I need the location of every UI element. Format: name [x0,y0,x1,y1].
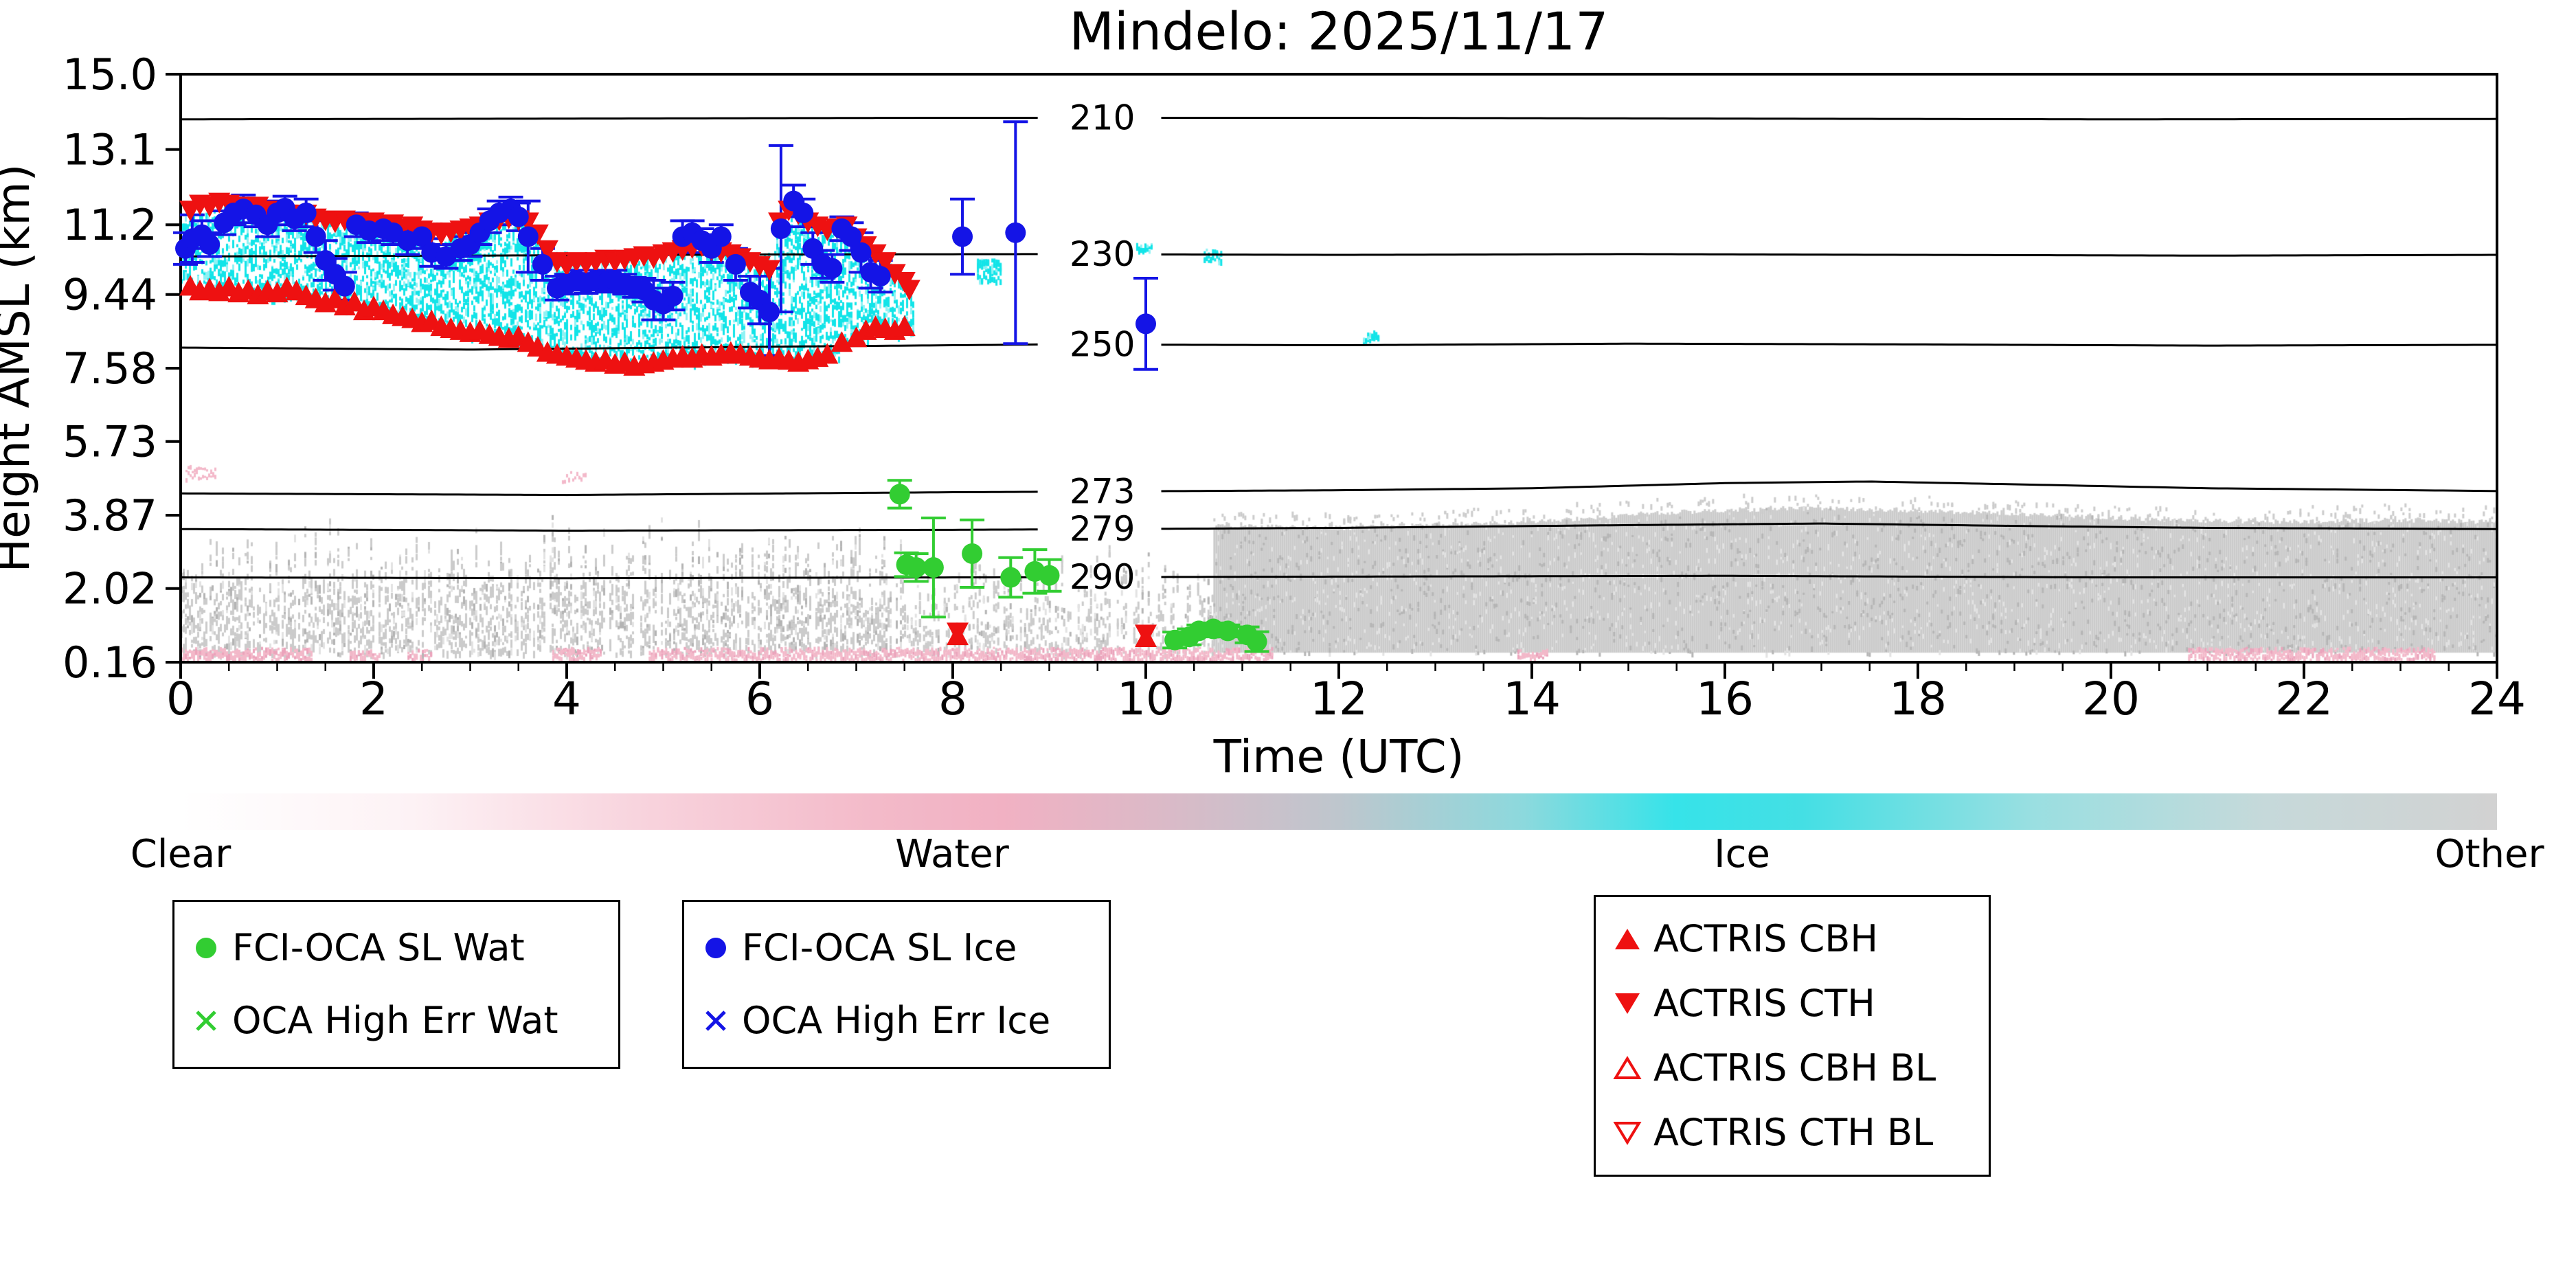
legend-item-actris-cbh: ACTRIS CBH [1612,920,1972,958]
svg-text:18: 18 [1889,673,1947,725]
svg-text:279: 279 [1070,509,1135,549]
colorbar-label-ice: Ice [1714,832,1770,877]
svg-text:6: 6 [745,673,774,725]
svg-text:230: 230 [1070,234,1135,274]
svg-text:24: 24 [2468,673,2526,725]
circle-marker-icon [196,938,216,958]
svg-text:273: 273 [1070,471,1135,511]
legend-label: FCI-OCA SL Ice [742,926,1017,969]
triangle-up-open-marker-icon [1613,1056,1642,1079]
legend-label: ACTRIS CTH [1653,982,1875,1025]
colorbar [181,793,2497,830]
svg-text:4: 4 [552,673,581,725]
svg-text:14: 14 [1503,673,1561,725]
colorbar-label-water: Water [895,832,1009,877]
legend-ice: FCI-OCA SL Ice OCA High Err Ice [682,900,1111,1069]
svg-text:250: 250 [1070,325,1135,365]
legend-label: OCA High Err Ice [742,999,1051,1042]
legend-label: OCA High Err Wat [232,999,558,1042]
legend-item-fci-oca-sl-wat: FCI-OCA SL Wat [191,929,602,967]
svg-text:11.2: 11.2 [63,200,157,250]
legend-item-oca-high-err-wat: OCA High Err Wat [191,1002,602,1039]
svg-text:10: 10 [1117,673,1175,725]
legend-label: ACTRIS CTH BL [1653,1111,1934,1154]
legend-item-oca-high-err-ice: OCA High Err Ice [701,1002,1092,1039]
triangle-down-marker-icon [1615,993,1640,1014]
legend-label: ACTRIS CBH BL [1653,1046,1936,1089]
chart-title: Mindelo: 2025/11/17 [1069,1,1609,62]
svg-text:Height AMSL (km): Height AMSL (km) [0,164,40,573]
svg-text:5.73: 5.73 [63,417,157,467]
svg-text:290: 290 [1070,557,1135,597]
colorbar-label-clear: Clear [130,832,231,877]
fci-oca-markers [175,190,1267,653]
svg-text:Time (UTC): Time (UTC) [1213,730,1465,783]
svg-text:2.02: 2.02 [63,564,157,614]
legend-water: FCI-OCA SL Wat OCA High Err Wat [172,900,620,1069]
svg-text:8: 8 [938,673,967,725]
circle-marker-icon [705,938,726,958]
legend-actris: ACTRIS CBH ACTRIS CTH ACTRIS CBH BL ACTR… [1594,895,1991,1177]
legend-item-actris-cbh-bl: ACTRIS CBH BL [1612,1050,1972,1087]
cloud-mask-layer [181,74,2497,662]
svg-text:7.58: 7.58 [63,343,157,394]
svg-text:0: 0 [166,673,195,725]
svg-text:15.0: 15.0 [63,49,157,100]
legend-label: ACTRIS CBH [1653,917,1878,960]
svg-text:9.44: 9.44 [63,270,157,320]
legend-item-fci-oca-sl-ice: FCI-OCA SL Ice [701,929,1092,967]
svg-text:16: 16 [1696,673,1754,725]
svg-text:2: 2 [359,673,388,725]
svg-text:20: 20 [2082,673,2140,725]
svg-text:3.87: 3.87 [63,490,157,541]
legend-item-actris-cth: ACTRIS CTH [1612,985,1972,1022]
svg-text:12: 12 [1310,673,1368,725]
svg-text:13.1: 13.1 [63,125,157,175]
triangle-down-open-marker-icon [1613,1122,1642,1145]
triangle-up-marker-icon [1615,929,1640,949]
legend-item-actris-cth-bl: ACTRIS CTH BL [1612,1114,1972,1151]
svg-text:22: 22 [2275,673,2333,725]
x-marker-icon [705,1010,726,1031]
legend-label: FCI-OCA SL Wat [232,926,525,969]
svg-text:210: 210 [1070,98,1135,137]
svg-text:0.16: 0.16 [63,637,157,688]
x-marker-icon [196,1010,216,1031]
colorbar-label-other: Other [2434,832,2544,877]
